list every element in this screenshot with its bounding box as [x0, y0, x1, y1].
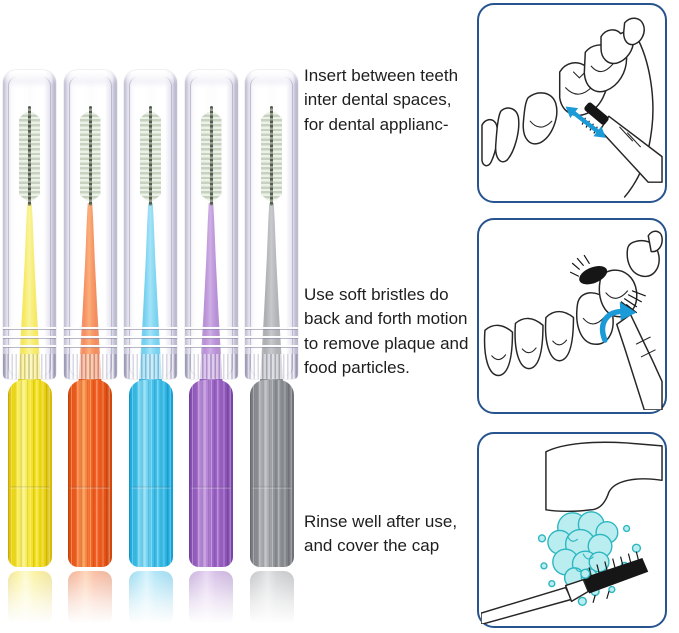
- rinse-brush-drawing: [481, 551, 649, 624]
- insert-between-teeth-illustration: [481, 17, 663, 198]
- teeth-drawing: [481, 17, 645, 167]
- cheek-line: [623, 33, 654, 198]
- text-line: Insert between teeth: [304, 66, 459, 85]
- brush-wire: [28, 106, 31, 206]
- brush-handle: [189, 380, 233, 567]
- brush-reflection: [249, 571, 294, 629]
- brush-head: [583, 558, 649, 594]
- brush-reflection: [68, 571, 112, 629]
- step-3-panel: [477, 432, 667, 628]
- brush-blue: [124, 0, 177, 633]
- cap-rings: [124, 327, 177, 354]
- brush-wire: [149, 106, 152, 206]
- text-line: back and forth motion: [304, 309, 468, 329]
- brush-reflection: [7, 571, 52, 629]
- brush-purple: [184, 0, 238, 633]
- cap-rings: [184, 327, 238, 354]
- text-line: Use soft bristles do: [304, 285, 449, 304]
- brush-handle: [7, 380, 52, 567]
- cap-rings: [245, 327, 298, 354]
- brush-handle: [68, 380, 112, 567]
- rotation-arrow-icon: [599, 301, 637, 343]
- brush-wire: [88, 106, 92, 206]
- brush-photo-group: [3, 0, 308, 633]
- brush-wire: [209, 106, 213, 206]
- brush-yellow: [3, 0, 56, 633]
- step-2-panel: [477, 218, 667, 414]
- back-and-forth-motion-illustration: [483, 230, 663, 410]
- brush-head: [584, 102, 609, 125]
- brush-head: [579, 266, 608, 285]
- faucet-drawing: [545, 441, 663, 513]
- brush-handle: [128, 380, 173, 567]
- brush-reflection: [189, 571, 233, 629]
- text-line: and cover the cap: [304, 536, 440, 556]
- text-line: to remove plaque and: [304, 333, 469, 353]
- cap-ridged-base: [63, 354, 117, 379]
- text-line: inter dental spaces,: [304, 90, 452, 110]
- double-arrow-icon: [565, 106, 606, 138]
- cap-ridged-base: [124, 354, 177, 379]
- cap-rings: [63, 327, 117, 354]
- instruction-step-2-text: Use soft bristles do back and forth moti…: [304, 283, 486, 380]
- cap-rings: [3, 327, 56, 354]
- brush-orange: [63, 0, 117, 633]
- cap-ridged-base: [245, 354, 298, 379]
- cap-ridged-base: [3, 354, 56, 379]
- text-line: for dental applianc-: [304, 114, 449, 134]
- instruction-step-1-text: Insert between teeth inter dental spaces…: [304, 64, 486, 137]
- brush-reflection: [128, 571, 173, 629]
- brush-handle: [249, 380, 294, 567]
- text-line: Rinse well after use,: [304, 512, 458, 531]
- instruction-step-3-text: Rinse well after use, and cover the cap: [304, 510, 486, 559]
- rinse-under-faucet-illustration: [481, 441, 663, 624]
- step-1-panel: [477, 3, 667, 203]
- brush-wire: [270, 106, 273, 206]
- text-line: food particles.: [304, 357, 410, 377]
- brush-gray: [245, 0, 298, 633]
- cap-ridged-base: [184, 354, 238, 379]
